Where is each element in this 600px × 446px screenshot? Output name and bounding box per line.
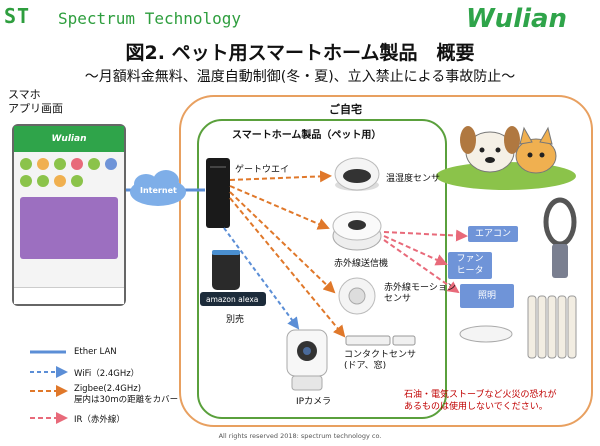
fan-heater-box-line1: ファン xyxy=(456,254,484,264)
app-pet-banner xyxy=(20,197,118,259)
smart-home-area-label: スマートホーム製品（ペット用） xyxy=(232,130,382,141)
home-frame xyxy=(179,95,593,427)
gateway-device xyxy=(206,158,230,228)
ir-line-light xyxy=(383,239,460,294)
phone-label-line1: スマホ xyxy=(8,88,41,101)
fire-warning-note: 石油・電気ストーブなど火災の恐れが あるものは使用しないでください。 xyxy=(404,389,556,413)
ceiling-light-icon xyxy=(459,325,513,343)
motion-sensor-device xyxy=(338,277,376,315)
fan-heater-box: ファン ヒータ xyxy=(448,252,492,279)
app-tile-icon[interactable] xyxy=(37,175,49,187)
zigbee-line-ir xyxy=(229,185,330,230)
fire-warning-line2: あるものは使用しないでください。 xyxy=(404,402,548,412)
zigbee-line-motion xyxy=(229,191,336,294)
app-tile-icon[interactable] xyxy=(54,158,66,170)
ip-camera-device xyxy=(286,329,328,391)
alexa-note-label: 別売 xyxy=(226,315,245,325)
app-tile-icon[interactable] xyxy=(20,158,32,170)
pets-illustration xyxy=(436,126,576,190)
app-tile-icon[interactable] xyxy=(71,158,83,170)
legend-ir-text: IR（赤外線） xyxy=(74,415,125,425)
motion-sensor-label-line2: センサ xyxy=(384,294,412,304)
home-area-label: ご自宅 xyxy=(329,103,362,116)
page-title: 図2. ペット用スマートホーム製品 概要 xyxy=(125,42,475,64)
app-bottom-nav[interactable] xyxy=(14,287,124,304)
st-company-name: Spectrum Technology xyxy=(58,9,242,28)
legend-wifi-text: WiFi（2.4GHz） xyxy=(74,369,140,379)
alexa-brand-label: amazon alexa xyxy=(206,295,259,304)
app-tile-icon[interactable] xyxy=(105,158,117,170)
contact-sensor-label: コンタクトセンサ (ドア、窓) xyxy=(344,350,416,372)
smartphone-app-mockup: Wulian xyxy=(12,124,126,306)
legend-zigbee-text-line2: 屋内は30mの距離をカバー xyxy=(74,395,179,405)
app-tile-icon[interactable] xyxy=(20,175,32,187)
motion-sensor-label: 赤外線モーション センサ xyxy=(384,283,456,305)
app-tile-icon[interactable] xyxy=(37,158,49,170)
ir-transmitter-label: 赤外線送信機 xyxy=(334,259,389,269)
app-tile-icon[interactable] xyxy=(88,158,100,170)
legend-zigbee-text: Zigbee(2.4GHz) 屋内は30mの距離をカバー xyxy=(74,384,178,406)
smart-home-frame xyxy=(197,119,447,419)
phone-label-line2: アプリ画面 xyxy=(8,102,63,115)
st-logo: ST xyxy=(4,4,31,28)
zigbee-line-contact xyxy=(229,197,346,338)
ir-line-aircon xyxy=(383,229,468,242)
app-tile-icon[interactable] xyxy=(54,175,66,187)
ip-camera-label: IPカメラ xyxy=(296,397,332,407)
gateway-label: ゲートウエイ xyxy=(235,165,290,175)
oil-heater-icon xyxy=(527,295,577,359)
app-tile-icon[interactable] xyxy=(71,175,83,187)
copyright-footer: All rights reserved 2018: spectrum techn… xyxy=(218,432,382,440)
ir-transmitter-device xyxy=(332,211,382,251)
phone-label: スマホ アプリ画面 xyxy=(8,88,63,116)
contact-sensor-device xyxy=(345,335,416,346)
fan-heater-box-line2: ヒータ xyxy=(456,266,484,276)
legend-zigbee-text-line1: Zigbee(2.4GHz) xyxy=(74,384,142,394)
lighting-box: 照明 xyxy=(460,284,514,308)
internet-cloud-icon xyxy=(130,170,186,206)
fire-warning-line1: 石油・電気ストーブなど火災の恐れが xyxy=(404,390,557,400)
temp-sensor-device xyxy=(334,157,380,191)
app-icon-grid xyxy=(14,152,124,193)
fan-heater-icon xyxy=(543,197,577,278)
alexa-badge xyxy=(200,292,266,306)
ir-line-fan xyxy=(383,235,448,266)
aircon-box: エアコン xyxy=(468,226,518,242)
page-subtitle: ～月額料金無料、温度自動制御(冬・夏)、立入禁止による事故防止～ xyxy=(84,69,516,85)
app-header: Wulian xyxy=(14,126,124,152)
contact-sensor-label-line1: コンタクトセンサ xyxy=(344,350,417,360)
alexa-speaker-icon xyxy=(212,250,240,290)
zigbee-line-temp xyxy=(229,170,332,183)
internet-label: Internet xyxy=(140,186,177,195)
wulian-logo: Wulian xyxy=(466,4,568,34)
motion-sensor-label-line1: 赤外線モーション xyxy=(384,283,456,293)
temp-sensor-label: 温湿度センサ xyxy=(386,174,441,184)
legend-ether-text: Ether LAN xyxy=(74,347,117,357)
contact-sensor-label-line2: (ドア、窓) xyxy=(344,361,387,371)
